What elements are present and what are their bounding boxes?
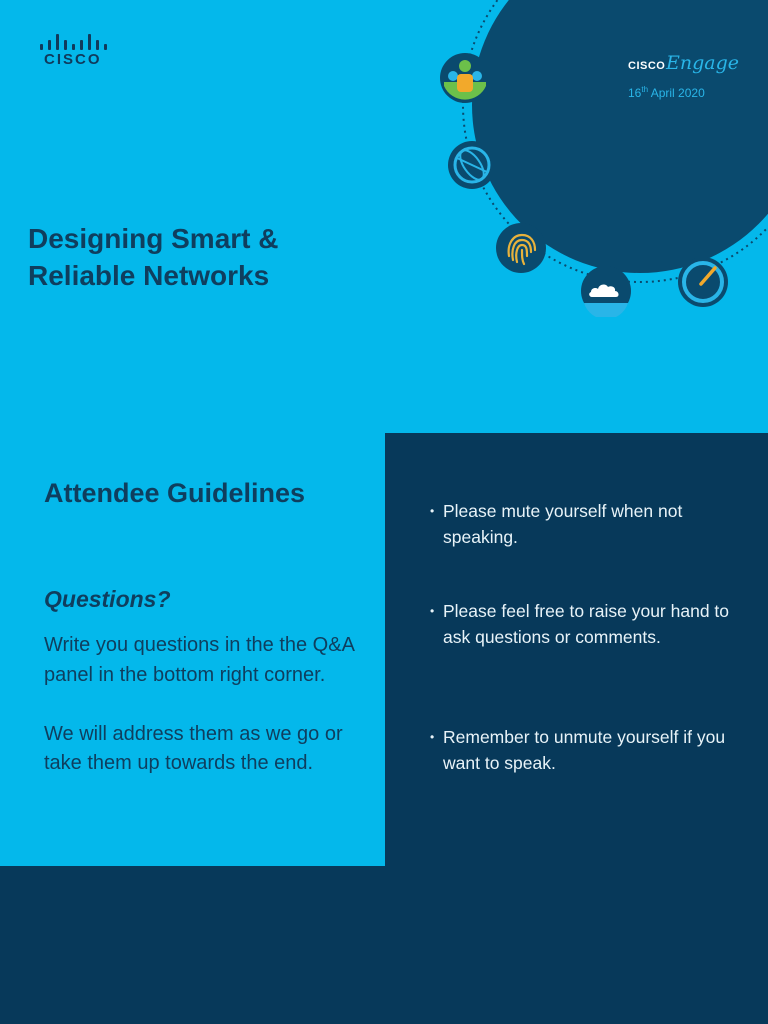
title-line-2: Reliable Networks xyxy=(28,260,270,291)
bullet-dot-icon: • xyxy=(430,604,435,618)
date-rest: April 2020 xyxy=(648,86,705,100)
guideline-text-1: Please mute yourself when not speaking. xyxy=(443,501,683,547)
cisco-wordmark: CISCO xyxy=(44,51,102,68)
engage-circle-graphic xyxy=(462,0,768,283)
brand-event: Engage xyxy=(666,52,740,74)
bullet-dot-icon: • xyxy=(430,730,435,744)
guideline-text-3: Remember to unmute yourself if you want … xyxy=(443,727,726,773)
date-day: 16 xyxy=(628,86,642,100)
globe-icon xyxy=(448,141,496,189)
guideline-bullet-2: • Please feel free to raise your hand to… xyxy=(430,598,740,650)
presentation-title: Designing Smart & Reliable Networks xyxy=(28,220,278,294)
guideline-text-2: Please feel free to raise your hand to a… xyxy=(443,601,730,647)
guideline-bullet-1: • Please mute yourself when not speaking… xyxy=(430,498,740,550)
event-date: 16th April 2020 xyxy=(628,85,705,100)
cisco-engage-brand: CISCO Engage xyxy=(628,52,748,78)
guidelines-left-panel xyxy=(0,433,385,866)
fingerprint-icon xyxy=(496,223,546,273)
questions-heading: Questions? xyxy=(44,586,171,612)
guidelines-heading: Attendee Guidelines xyxy=(44,478,306,508)
questions-paragraph-1: Write you questions in the the Q&A panel… xyxy=(44,634,354,686)
questions-paragraph-2: We will address them as we go or take th… xyxy=(44,722,343,775)
cisco-bridge-icon xyxy=(38,32,108,50)
cisco-logo: CISCO xyxy=(38,32,108,70)
questions-body: Write you questions in the the Q&A panel… xyxy=(44,631,374,779)
guidelines-right-panel xyxy=(385,433,768,866)
bullet-dot-icon: • xyxy=(430,504,435,518)
title-line-1: Designing Smart & xyxy=(28,223,279,254)
people-icon xyxy=(440,53,490,103)
brand-company: CISCO xyxy=(628,60,666,72)
guideline-bullet-3: • Remember to unmute yourself if you wan… xyxy=(430,724,740,776)
bottom-band xyxy=(0,866,768,1024)
title-slide: CISCO xyxy=(0,0,768,433)
cloud-icon xyxy=(581,266,631,317)
gauge-icon xyxy=(678,257,728,307)
date-suffix: th xyxy=(641,85,649,94)
